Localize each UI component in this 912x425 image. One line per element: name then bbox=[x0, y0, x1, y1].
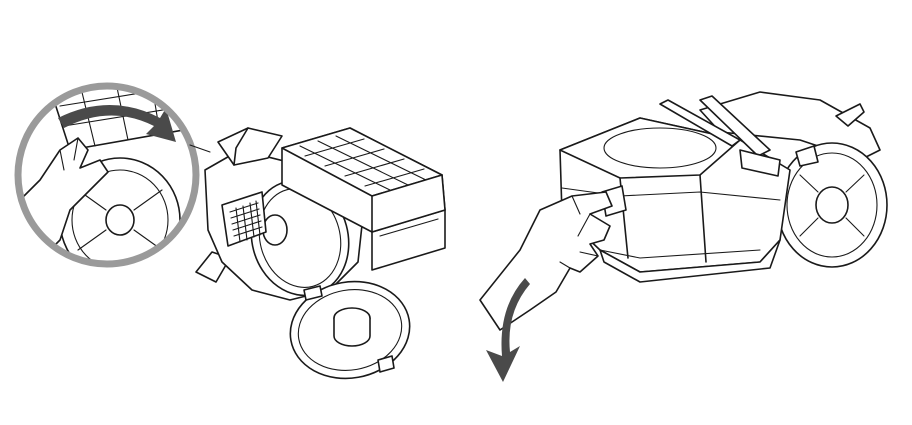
lid-latch bbox=[377, 355, 395, 373]
magnifier-ring bbox=[14, 82, 200, 268]
hand-opening-lid-illustration bbox=[479, 91, 888, 382]
bottom-tray bbox=[599, 239, 781, 283]
hand bbox=[479, 191, 613, 331]
top-hopper bbox=[217, 127, 283, 166]
dust-bin-removal-illustration bbox=[14, 82, 446, 380]
rear-clip bbox=[835, 103, 865, 127]
side-latch bbox=[739, 149, 781, 177]
pull-down-arrow-icon bbox=[486, 278, 530, 382]
round-lid bbox=[289, 280, 411, 380]
top-lid bbox=[559, 117, 741, 179]
lid-hinge bbox=[303, 285, 323, 301]
end-cap bbox=[776, 142, 888, 268]
grille-mesh bbox=[229, 200, 263, 243]
filter-grid bbox=[299, 135, 427, 191]
rotate-arrow-icon bbox=[58, 105, 176, 142]
hinge-bar bbox=[659, 99, 741, 147]
